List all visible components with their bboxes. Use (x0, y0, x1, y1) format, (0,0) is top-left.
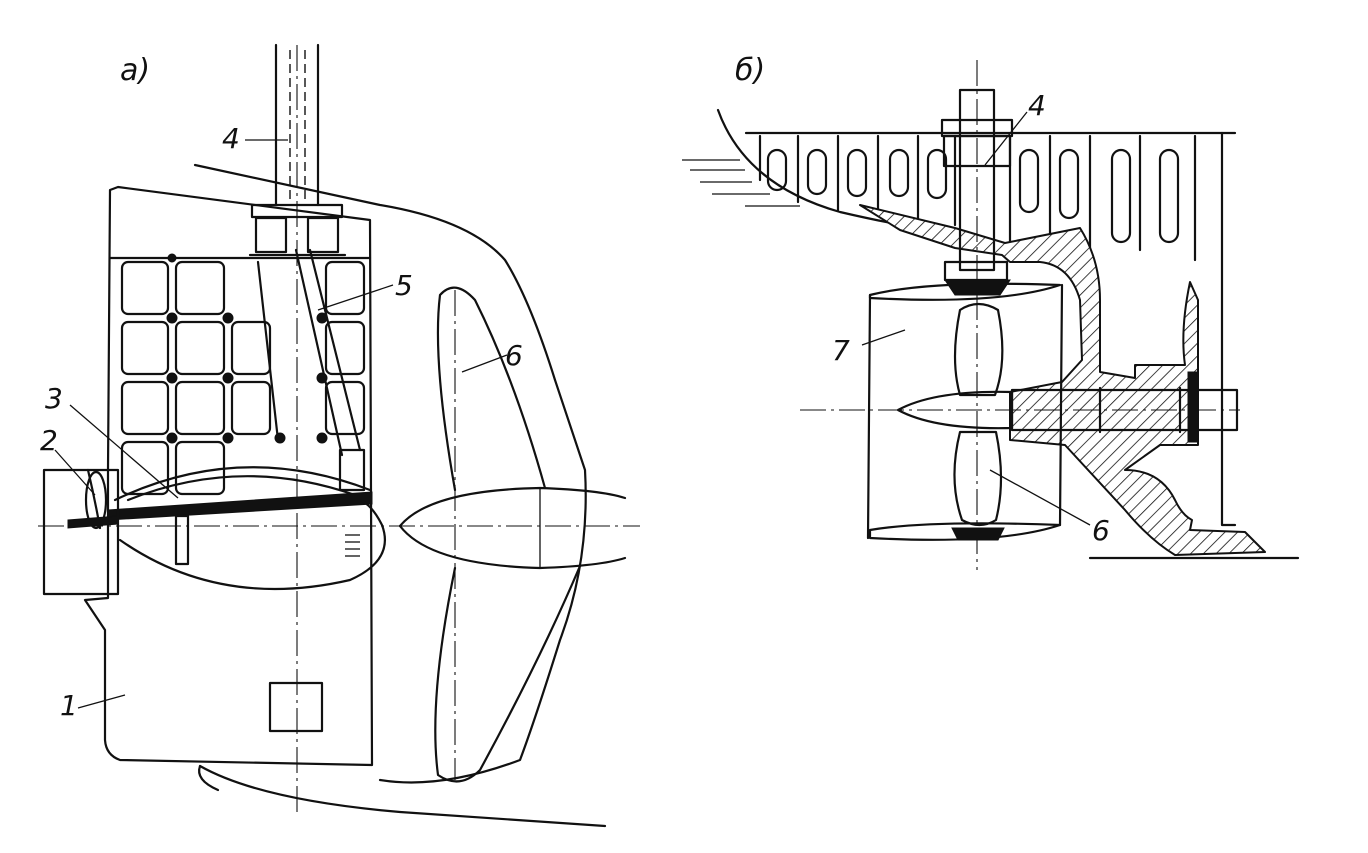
label-b-4: 4 (1028, 89, 1046, 122)
caption-panel-b: б) (735, 53, 765, 88)
waterline (682, 159, 800, 207)
label-a-4: 4 (222, 122, 240, 155)
hull-plating-b (716, 108, 947, 234)
labels-panel-b: 4 7 6 (832, 89, 1110, 547)
label-a-3: 3 (45, 382, 63, 415)
sole-piece (198, 764, 607, 828)
rudder-blade-a (83, 185, 387, 767)
arched-diaphragm (113, 466, 372, 502)
label-b-7: 7 (832, 334, 850, 367)
panel-a-drawing: 1 2 3 4 5 6 а) (38, 43, 640, 828)
caption-panel-a: а) (120, 53, 150, 88)
hull-stern-outline (193, 163, 587, 784)
thruster-pod-a (42, 468, 120, 596)
stern-post-line (1220, 131, 1237, 527)
rudder-stock-b (940, 60, 1014, 570)
label-a-2: 2 (40, 424, 58, 457)
panel-b-drawing: б) (682, 53, 1300, 570)
label-a-5: 5 (395, 269, 413, 302)
bulb-fairing (118, 498, 387, 591)
label-a-1: 1 (60, 689, 78, 722)
nozzle-7 (866, 279, 1064, 541)
propeller-shaft-b (1010, 371, 1239, 443)
labels-panel-a: 1 2 3 4 5 6 (40, 122, 523, 722)
sternframe-casting (859, 204, 1266, 556)
inspection-hatch (268, 681, 324, 733)
frames-b (758, 134, 1197, 262)
label-a-6: 6 (505, 339, 523, 372)
propeller-a (398, 286, 627, 783)
rudder-stock-a (274, 43, 320, 815)
propeller-b (800, 302, 1240, 527)
label-b-6: 6 (1092, 514, 1110, 547)
rudder-frame-grid (108, 253, 372, 496)
inclined-shaft (256, 248, 366, 492)
